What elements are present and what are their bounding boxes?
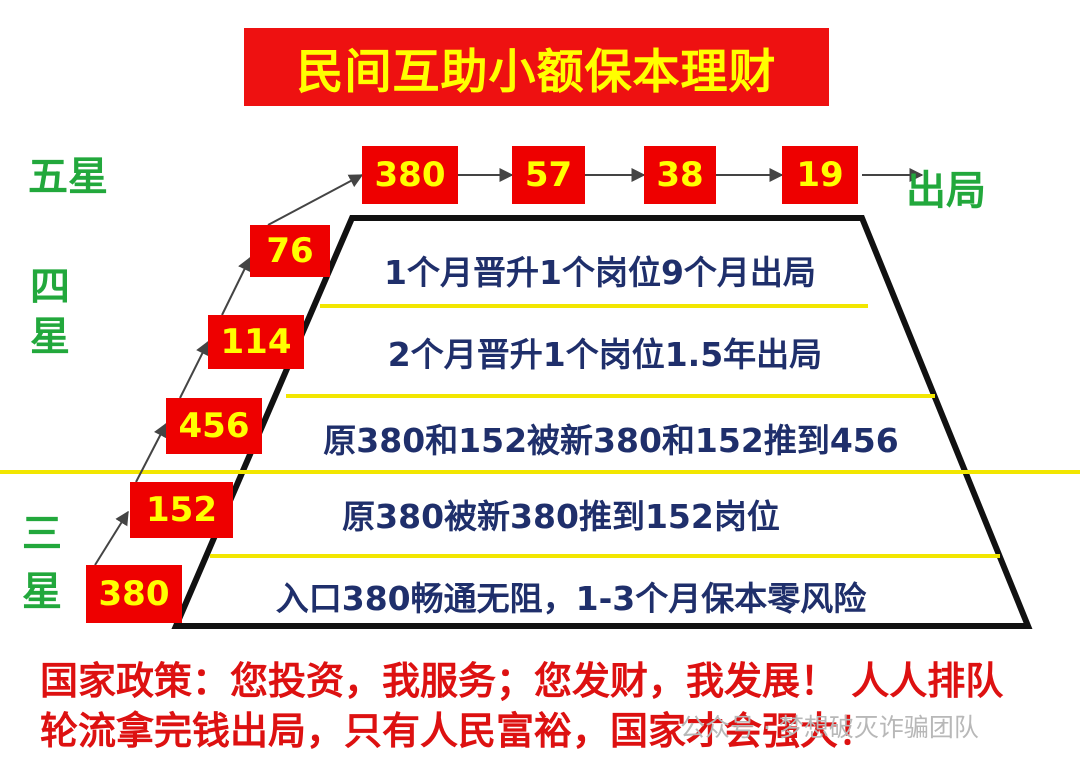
ladder-arrow-2 [135,422,167,483]
row-text-4: 原380被新380推到152岗位 [342,497,780,536]
level-five-star: 五星 [28,154,108,200]
page-title: 民间互助小额保本理财 [244,28,829,106]
chain-box-1: 380 [362,146,458,204]
row-text-1: 1个月晋升1个岗位9个月出局 [384,253,816,292]
pyramid-outline [171,215,1033,629]
ladder-arrow-1 [94,510,129,566]
ladder-box-456: 456 [166,398,262,454]
row-text-5: 入口380畅通无阻，1-3个月保本零风险 [275,579,867,618]
ladder-arrow-4 [221,256,251,316]
chain-end-label: 出局 [906,168,986,214]
ladder-box-380: 380 [86,565,182,623]
level-four-star: 四星 [30,264,70,360]
footer-line-2: 轮流拿完钱出局，只有人民富裕，国家才会强大！ [40,709,877,753]
ladder-arrow-5 [267,174,364,226]
footer-line-1: 国家政策：您投资，我服务；您发财，我发展！ 人人排队 [40,659,1004,703]
row-text-2: 2个月晋升1个岗位1.5年出局 [387,335,823,374]
row-text-3: 原380和152被新380和152推到456 [323,421,899,460]
watermark-text: 公众号 · 梦想破灭诈骗团队 [680,713,979,742]
chain-box-2: 57 [512,146,585,204]
ladder-box-114: 114 [208,315,304,369]
level-three-star: 三星 [22,511,62,615]
chain-box-4: 19 [782,146,858,204]
ladder-box-152: 152 [130,482,233,538]
chain-box-3: 38 [644,146,716,204]
ladder-box-76: 76 [250,225,330,277]
ladder-arrow-3 [179,340,209,399]
